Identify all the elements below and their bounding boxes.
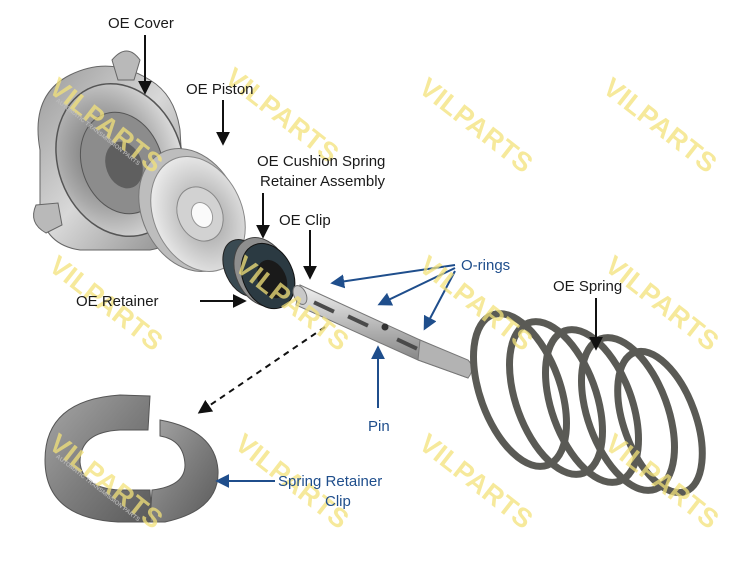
label-spring-retainer-clip-line1: Spring Retainer (278, 473, 383, 490)
label-oe-retainer: OE Retainer (76, 293, 159, 310)
cushion-spring-retainer-part (222, 237, 296, 310)
label-oe-cushion-line2: Retainer Assembly (260, 173, 386, 190)
label-oe-piston: OE Piston (186, 81, 254, 98)
oe-spring-part (470, 310, 706, 497)
black-leader-arrows (138, 35, 603, 414)
label-oe-cushion-line1: OE Cushion Spring (257, 153, 386, 170)
label-o-rings: O-rings (461, 257, 511, 274)
label-spring-retainer-clip-line2: Clip (325, 493, 351, 510)
label-pin: Pin (368, 418, 390, 435)
oe-piston-part (138, 148, 246, 272)
label-oe-clip: OE Clip (279, 212, 331, 229)
label-oe-cover: OE Cover (108, 15, 174, 32)
label-oe-spring: OE Spring (553, 278, 623, 295)
spring-retainer-clip-part (44, 394, 219, 523)
blue-leader-arrows (215, 264, 456, 488)
